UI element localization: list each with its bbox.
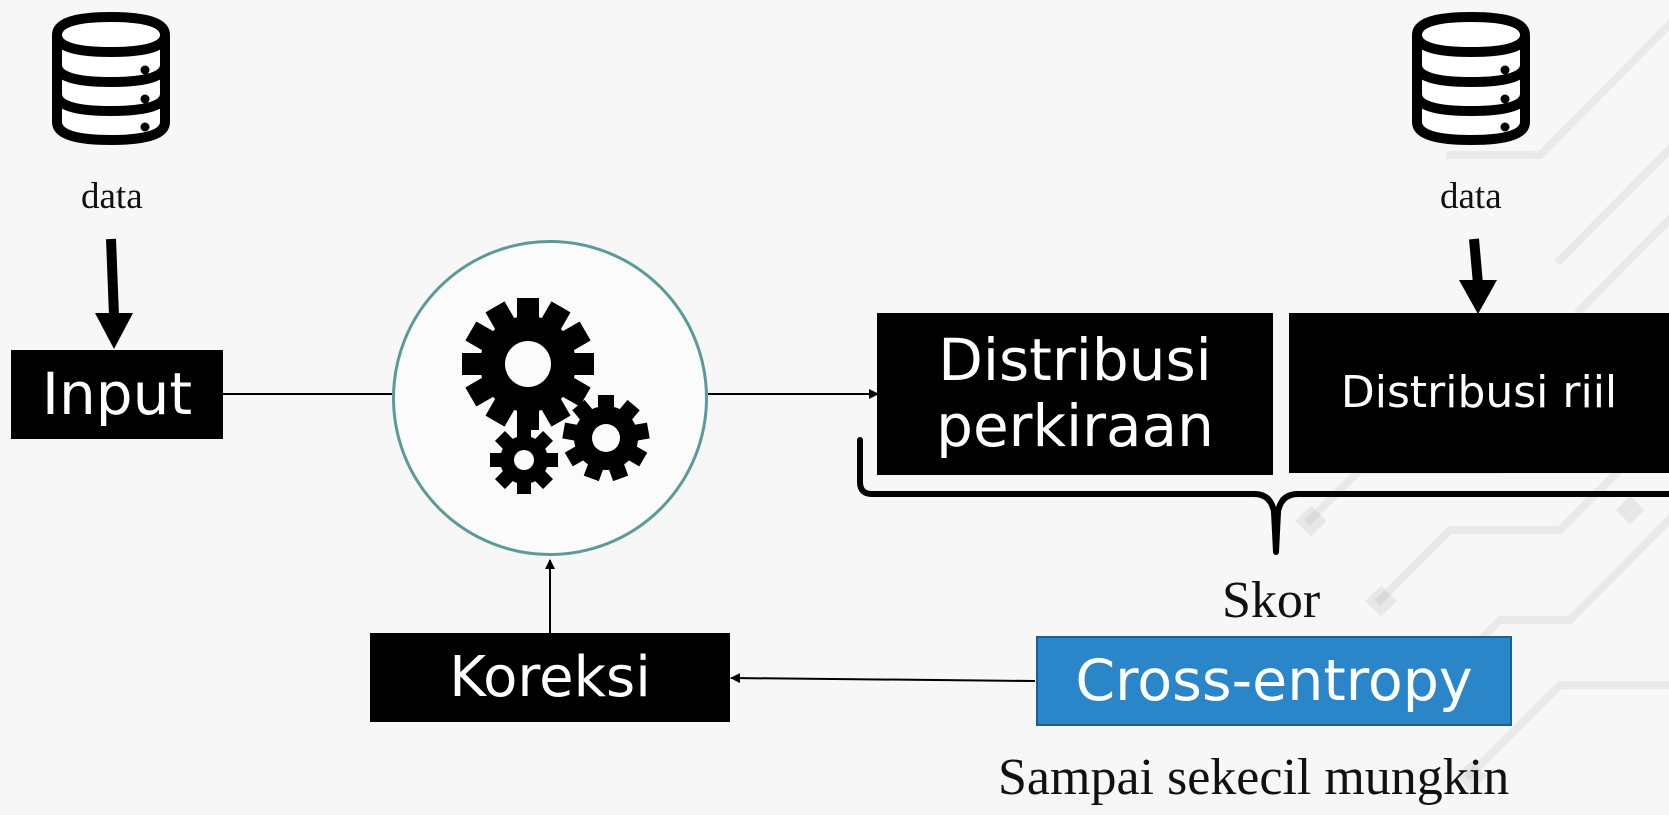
skor-label: Skor: [1222, 572, 1321, 629]
gears-icon: [458, 298, 658, 503]
distribusi-riil-label: Distribusi riil: [1340, 367, 1618, 419]
bottom-caption: Sampai sekecil mungkin: [998, 749, 1510, 806]
input-node: Input: [11, 350, 223, 439]
koreksi-node: Koreksi: [370, 633, 730, 722]
distribusi-perkiraan-node: Distribusi perkiraan: [877, 313, 1273, 475]
right-data-arrow-line: [1469, 238, 1483, 285]
data-label-left: data: [81, 176, 143, 217]
distribusi-perkiraan-line-1: Distribusi: [938, 326, 1212, 395]
distribusi-riil-node: Distribusi riil: [1289, 313, 1669, 473]
input-node-label: Input: [41, 359, 193, 428]
right-data-arrow-head: [1459, 280, 1497, 314]
koreksi-node-label: Koreksi: [449, 644, 651, 710]
left-data-arrow-head: [95, 313, 133, 349]
distribusi-perkiraan-label: Distribusi perkiraan: [936, 328, 1214, 459]
distribusi-perkiraan-line-2: perkiraan: [936, 392, 1214, 460]
cross-entropy-node: Cross-entropy: [1036, 636, 1512, 726]
comparison-brace: [857, 437, 1669, 555]
database-icon: [47, 10, 175, 147]
cross-entropy-to-koreksi-arrow: [730, 673, 1036, 684]
left-data-arrow-line: [106, 238, 119, 317]
database-icon: [1407, 10, 1535, 147]
cross-entropy-label: Cross-entropy: [1075, 647, 1473, 714]
data-label-right: data: [1440, 176, 1502, 217]
